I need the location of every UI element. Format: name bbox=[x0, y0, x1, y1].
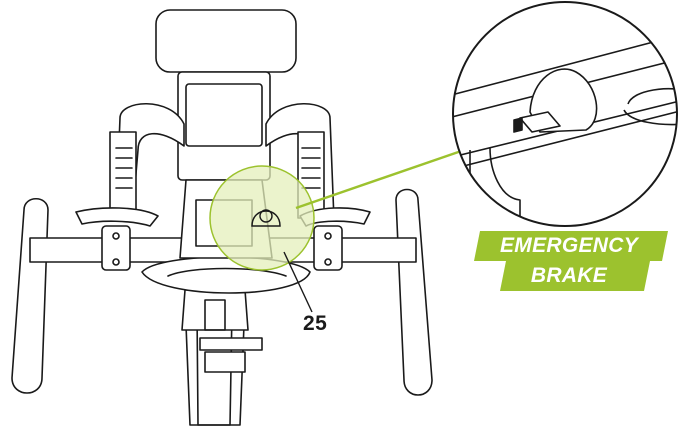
console-top-pad bbox=[155, 9, 297, 73]
console-screen bbox=[177, 71, 271, 181]
right-hand-rest bbox=[299, 207, 371, 271]
magnifier-connector-line bbox=[295, 146, 471, 210]
emergency-brake-knob bbox=[513, 68, 598, 133]
callout-label-line-2: BRAKE bbox=[530, 264, 608, 287]
left-handlebar-end bbox=[11, 197, 49, 394]
callout-label-line-1: EMERGENCY bbox=[499, 234, 639, 257]
right-handlebar-end bbox=[395, 188, 433, 396]
left-hand-rest bbox=[75, 207, 159, 271]
left-handle-loop bbox=[109, 102, 185, 221]
callout-label-background bbox=[474, 231, 668, 291]
stem-post bbox=[181, 289, 263, 426]
magnifier-detail-circle bbox=[452, 1, 678, 227]
part-leader-line bbox=[283, 251, 313, 313]
highlight-circle bbox=[209, 165, 315, 271]
part-number-label: 25 bbox=[303, 312, 328, 335]
